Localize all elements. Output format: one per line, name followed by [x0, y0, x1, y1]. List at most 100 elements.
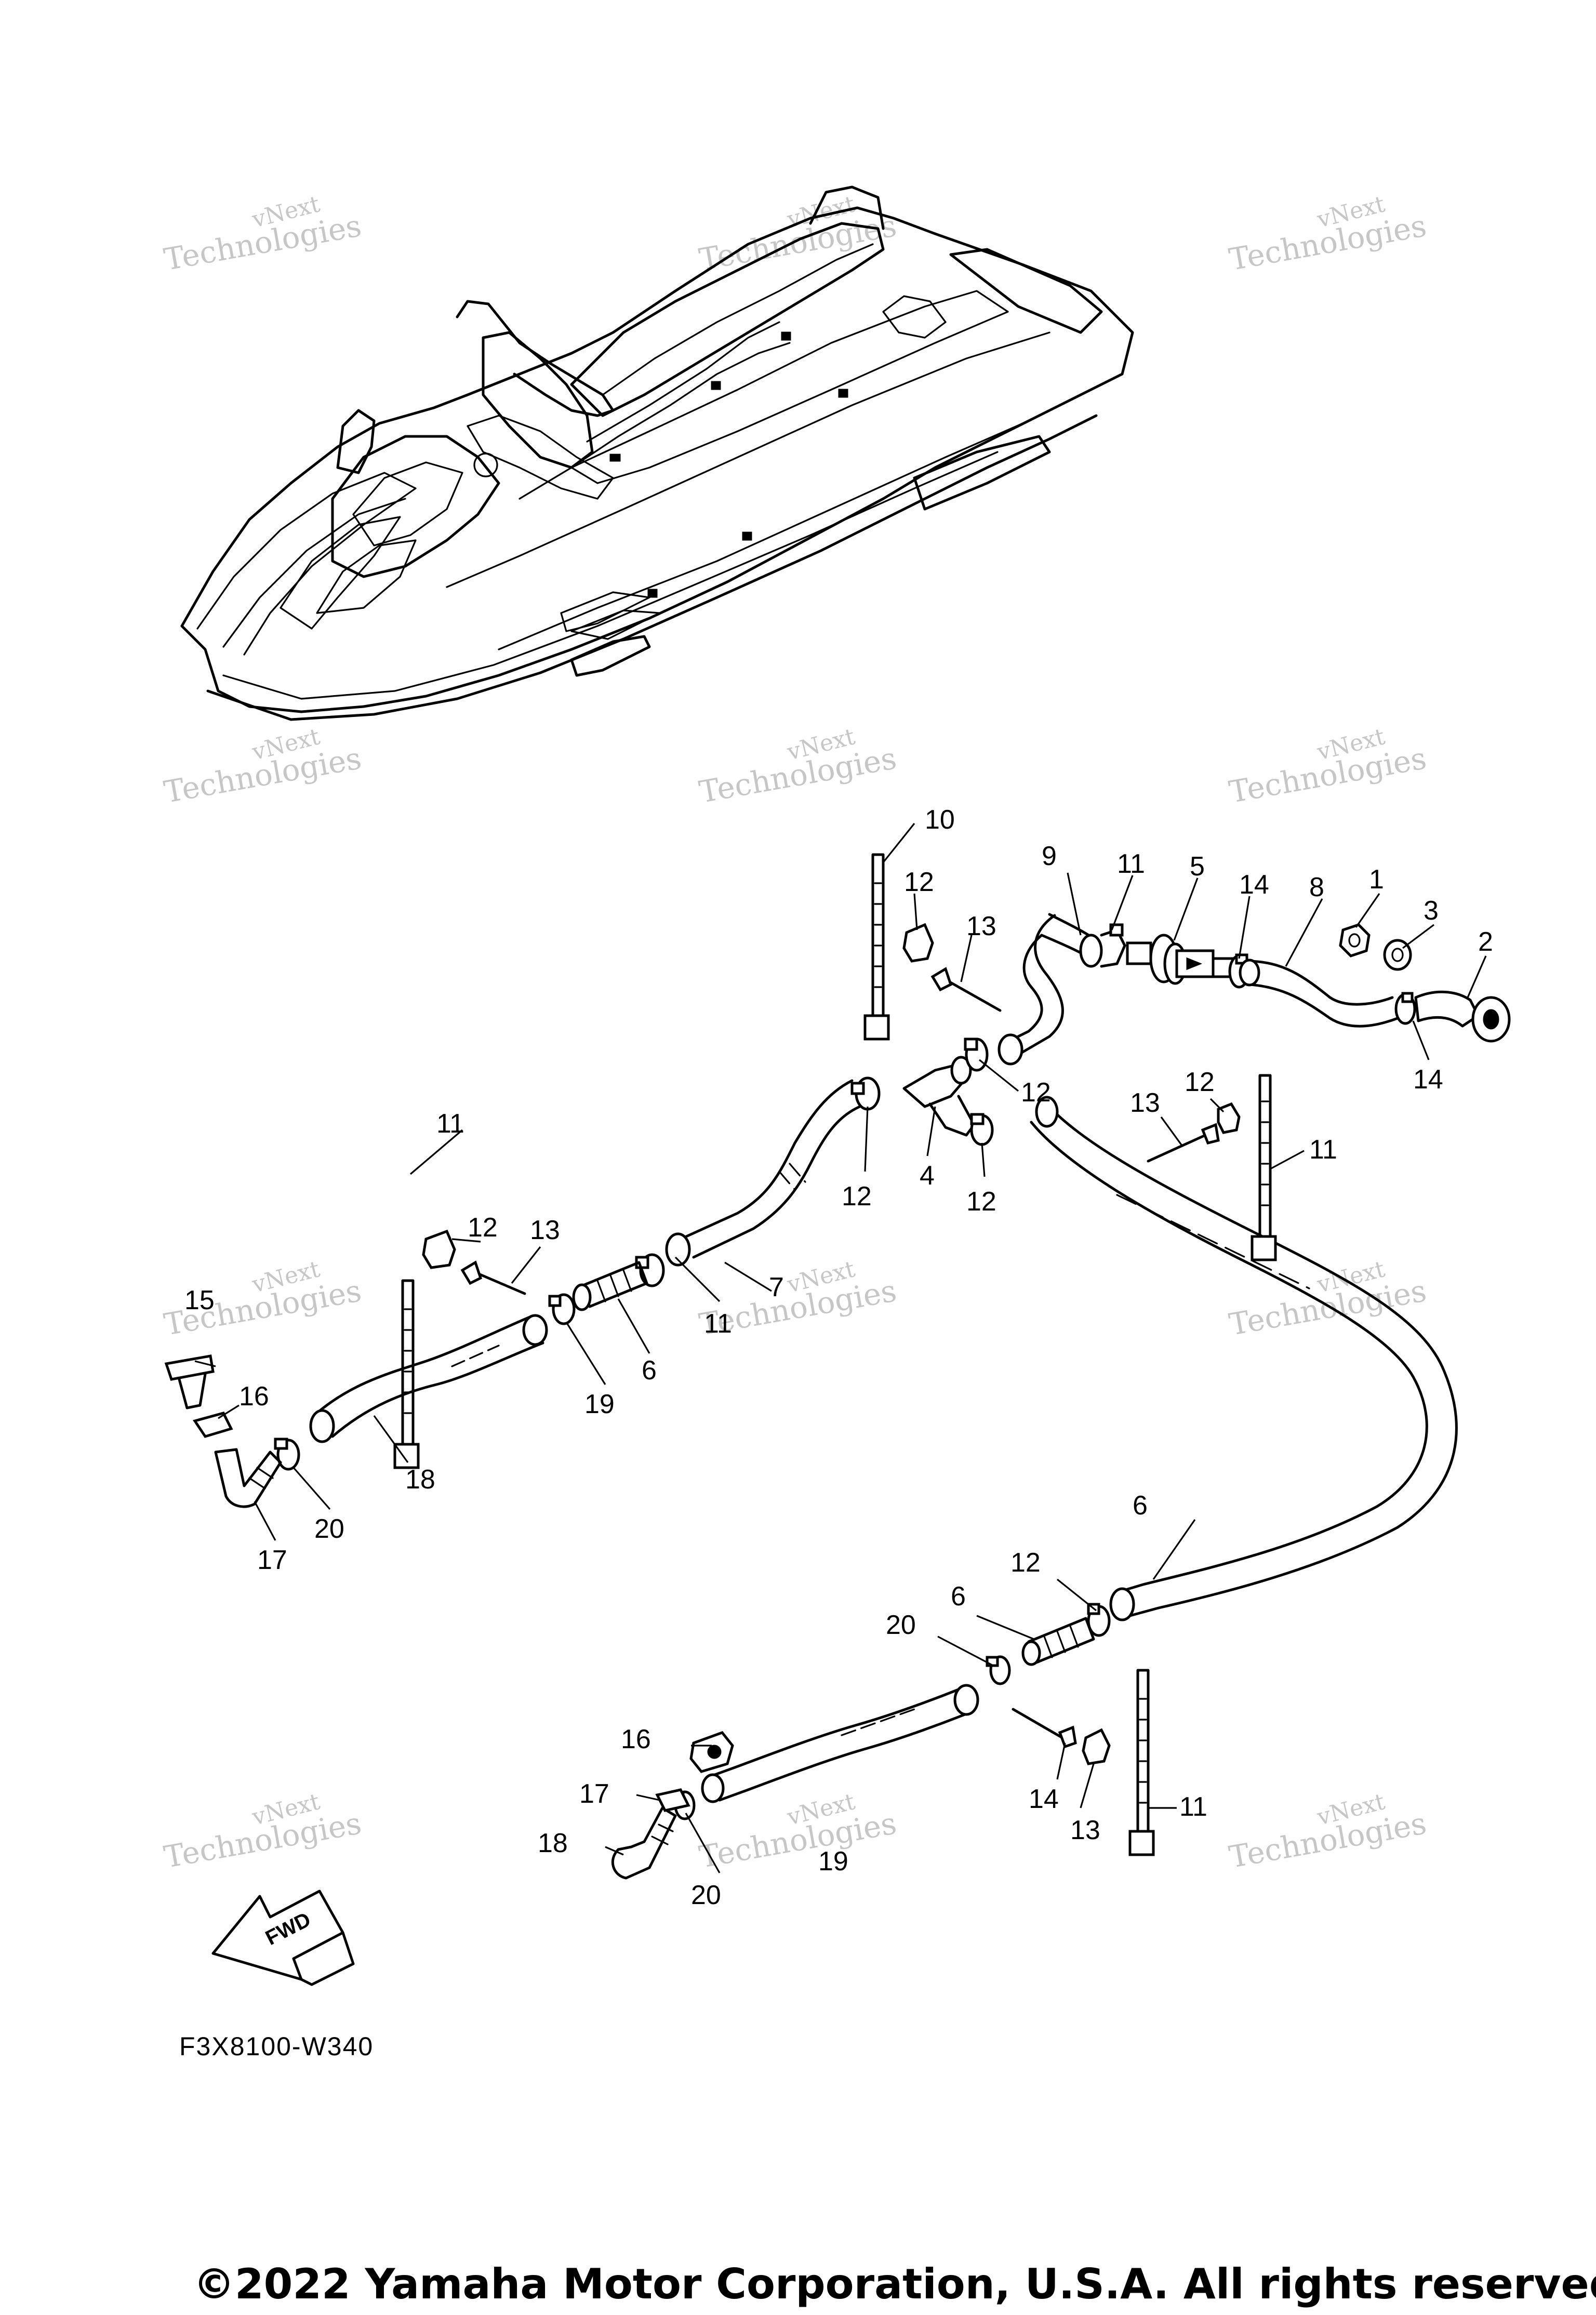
hose-19-end	[309, 1409, 335, 1443]
callout-4: 4	[920, 1161, 935, 1191]
footwell	[570, 290, 1009, 484]
callout-18: 18	[538, 1828, 568, 1858]
grab-handle	[882, 295, 947, 339]
callout-19: 18	[405, 1465, 435, 1495]
rivet-14	[1012, 1708, 1077, 1749]
holder-13	[1082, 1728, 1111, 1765]
watermark: vNext Technologies	[1227, 1788, 1429, 1875]
callout-20: 20	[691, 1880, 721, 1910]
bow-vent	[316, 539, 417, 614]
hose-9-end	[1239, 959, 1260, 987]
callout-14: 13	[1130, 1088, 1160, 1118]
callout-12: 12	[842, 1181, 872, 1212]
callout-11: 11	[436, 1109, 464, 1139]
clip-17	[655, 1788, 690, 1812]
handlebar	[456, 300, 615, 417]
hose-8	[679, 1079, 861, 1259]
callout-19: 19	[818, 1846, 848, 1877]
hose-19-break	[451, 1345, 500, 1367]
steering-column	[482, 331, 594, 469]
watermark: vNext Technologies	[1227, 723, 1429, 810]
bow-vent	[280, 516, 401, 630]
fwd-direction-arrow: FWD	[211, 1890, 355, 1986]
callout-11: 10	[925, 805, 955, 835]
watermark: vNext Technologies	[162, 1788, 364, 1875]
seat-seam	[602, 243, 874, 396]
hose-clamp-20	[548, 1293, 576, 1325]
hose-clamp-20	[986, 1655, 1011, 1685]
hull-outline	[180, 206, 1134, 713]
rivet-14	[930, 967, 1002, 1012]
elbow-18-ribs	[651, 1824, 674, 1845]
hose-clip-on-hull	[742, 531, 752, 541]
leader-lines	[194, 823, 1487, 1873]
deck-line	[446, 331, 1050, 588]
seat-backrest	[809, 185, 885, 230]
t-fitting-4-end	[950, 1056, 972, 1085]
clip-17	[192, 1412, 233, 1438]
cable-tie-11	[393, 1279, 420, 1469]
callout-3: 3	[1424, 896, 1439, 926]
elbow-18-ribs	[248, 1467, 274, 1489]
hose-clip-on-hull	[838, 389, 848, 398]
callout-6: 6	[642, 1355, 657, 1386]
cable-tie-11	[1128, 1669, 1155, 1856]
nut-1	[1339, 923, 1371, 957]
watermark: vNext Technologies	[697, 191, 899, 277]
hose-19-end	[953, 1684, 979, 1716]
hose-clamp-20	[274, 1438, 300, 1471]
hose-clamp-12	[964, 1037, 989, 1072]
elbow-18	[214, 1448, 282, 1508]
washer-3-hole	[1391, 948, 1404, 962]
hose-clamp-12	[1087, 1603, 1111, 1637]
callout-7: 6	[1133, 1491, 1148, 1521]
lower-outlet-assembly	[611, 1603, 1111, 1880]
callout-15: 14	[1413, 1065, 1443, 1095]
hose-10-bend	[1006, 914, 1064, 1056]
callout-16: 16	[621, 1724, 651, 1754]
sponson	[570, 635, 651, 677]
hose-clamp-12	[850, 1076, 881, 1111]
hose-7	[1030, 1100, 1458, 1617]
console	[467, 415, 614, 500]
hull-chine	[206, 414, 1098, 721]
callout-13: 13	[1070, 1815, 1100, 1845]
hose-clamp-12	[970, 1113, 994, 1146]
hose-10-end	[1079, 934, 1103, 968]
rivet-14	[460, 1260, 526, 1295]
hose-clip-on-hull	[609, 454, 621, 462]
watermark: vNext Technologies	[697, 723, 899, 810]
fitting-6	[1021, 1617, 1095, 1666]
callout-2: 2	[1478, 927, 1493, 957]
holder-13	[422, 1229, 456, 1269]
callout-16: 15	[184, 1285, 215, 1315]
bow-line	[196, 472, 417, 656]
callout-1: 1	[1369, 864, 1384, 895]
watermarks: vNext Technologies vNext Technologies vN…	[162, 191, 1429, 1875]
fitting-6	[572, 1261, 648, 1311]
callout-17: 16	[239, 1381, 269, 1412]
bow-line	[222, 498, 406, 648]
hose-clamp-12	[1100, 923, 1126, 968]
hose-10-end	[998, 1033, 1023, 1066]
sponson	[913, 435, 1051, 511]
hose-clamp-15	[1394, 992, 1416, 1025]
watermark: vNext Technologies	[162, 723, 364, 810]
hose-19-break	[841, 1708, 915, 1736]
hose-9	[1245, 960, 1399, 1028]
hull-strake	[222, 451, 999, 700]
deck-line	[498, 420, 1030, 650]
callout-9: 8	[1309, 872, 1324, 902]
hose-19	[708, 1687, 973, 1802]
seat	[570, 222, 885, 417]
hose-7-end	[1109, 1587, 1135, 1621]
hose-clip-on-hull	[781, 331, 791, 341]
rear-platform	[949, 248, 1103, 334]
callout-12: 11	[704, 1309, 732, 1339]
callout-18: 17	[257, 1545, 287, 1575]
callout-17: 17	[579, 1779, 609, 1809]
hose-clip-on-hull	[647, 589, 658, 598]
hose-7-end	[1035, 1096, 1059, 1128]
copyright-notice: ©2022 Yamaha Motor Corporation, U.S.A. A…	[193, 2260, 1596, 2308]
